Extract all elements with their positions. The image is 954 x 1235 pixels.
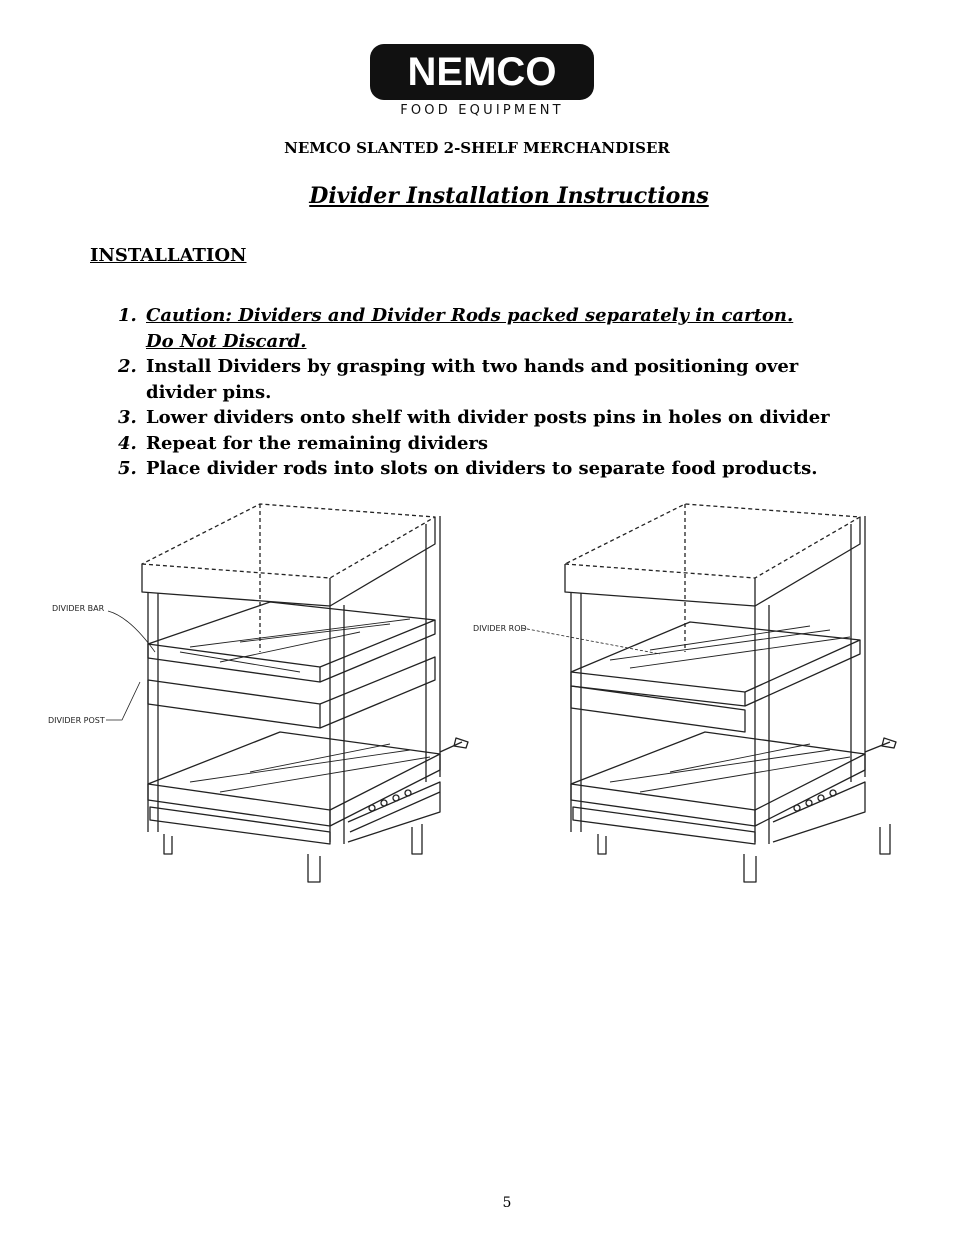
step-text: Lower dividers onto shelf with divider p… (146, 405, 938, 431)
step-number: 3. (118, 407, 137, 428)
instruction-steps: 1. Caution: Dividers and Divider Rods pa… (118, 303, 938, 482)
callout-divider-post: DIVIDER POST (48, 716, 105, 725)
step-number: 4. (118, 432, 137, 454)
logo-badge (370, 44, 594, 100)
step-text: Install Dividers by grasping with two ha… (146, 354, 938, 405)
step-line: Repeat for the remaining dividers (146, 432, 489, 454)
step-text: Place divider rods into slots on divider… (146, 456, 938, 482)
merchandiser-illustration: DIVIDER BAR DIVIDER POST DIVIDER ROD (48, 503, 897, 883)
step-5: 5. Place divider rods into slots on divi… (118, 456, 938, 482)
step-line: divider pins. (146, 381, 272, 403)
logo-wordmark: NEMCO (407, 50, 557, 94)
callout-divider-rod: DIVIDER ROD (473, 624, 527, 633)
step-line: Lower dividers onto shelf with divider p… (146, 407, 830, 428)
step-text: Caution: Dividers and Divider Rods packe… (146, 303, 938, 354)
step-line: Do Not Discard. (146, 330, 307, 352)
nemco-logo: NEMCO FOOD EQUIPMENT (370, 44, 594, 122)
step-2: 2. Install Dividers by grasping with two… (118, 354, 938, 405)
merchandiser-right-drawing (564, 503, 897, 883)
merchandiser-left-drawing (141, 503, 469, 883)
step-number: 1. (118, 305, 137, 326)
step-line: Caution: Dividers and Divider Rods packe… (146, 305, 794, 326)
step-3: 3. Lower dividers onto shelf with divide… (118, 405, 938, 431)
document-subtitle: Divider Installation Instructions (309, 183, 709, 209)
step-line: Install Dividers by grasping with two ha… (146, 356, 799, 377)
step-text: Repeat for the remaining dividers (146, 431, 938, 457)
callout-divider-bar: DIVIDER BAR (52, 604, 105, 613)
step-line: Place divider rods into slots on divider… (146, 458, 818, 479)
step-4: 4. Repeat for the remaining dividers (118, 431, 938, 457)
document-title: NEMCO SLANTED 2-SHELF MERCHANDISER (284, 139, 670, 157)
page-number: 5 (502, 1195, 512, 1211)
logo-tagline: FOOD EQUIPMENT (400, 103, 564, 118)
step-number: 5. (118, 458, 137, 479)
step-1: 1. Caution: Dividers and Divider Rods pa… (118, 303, 938, 354)
step-number: 2. (118, 356, 137, 377)
section-heading: INSTALLATION (90, 245, 247, 266)
